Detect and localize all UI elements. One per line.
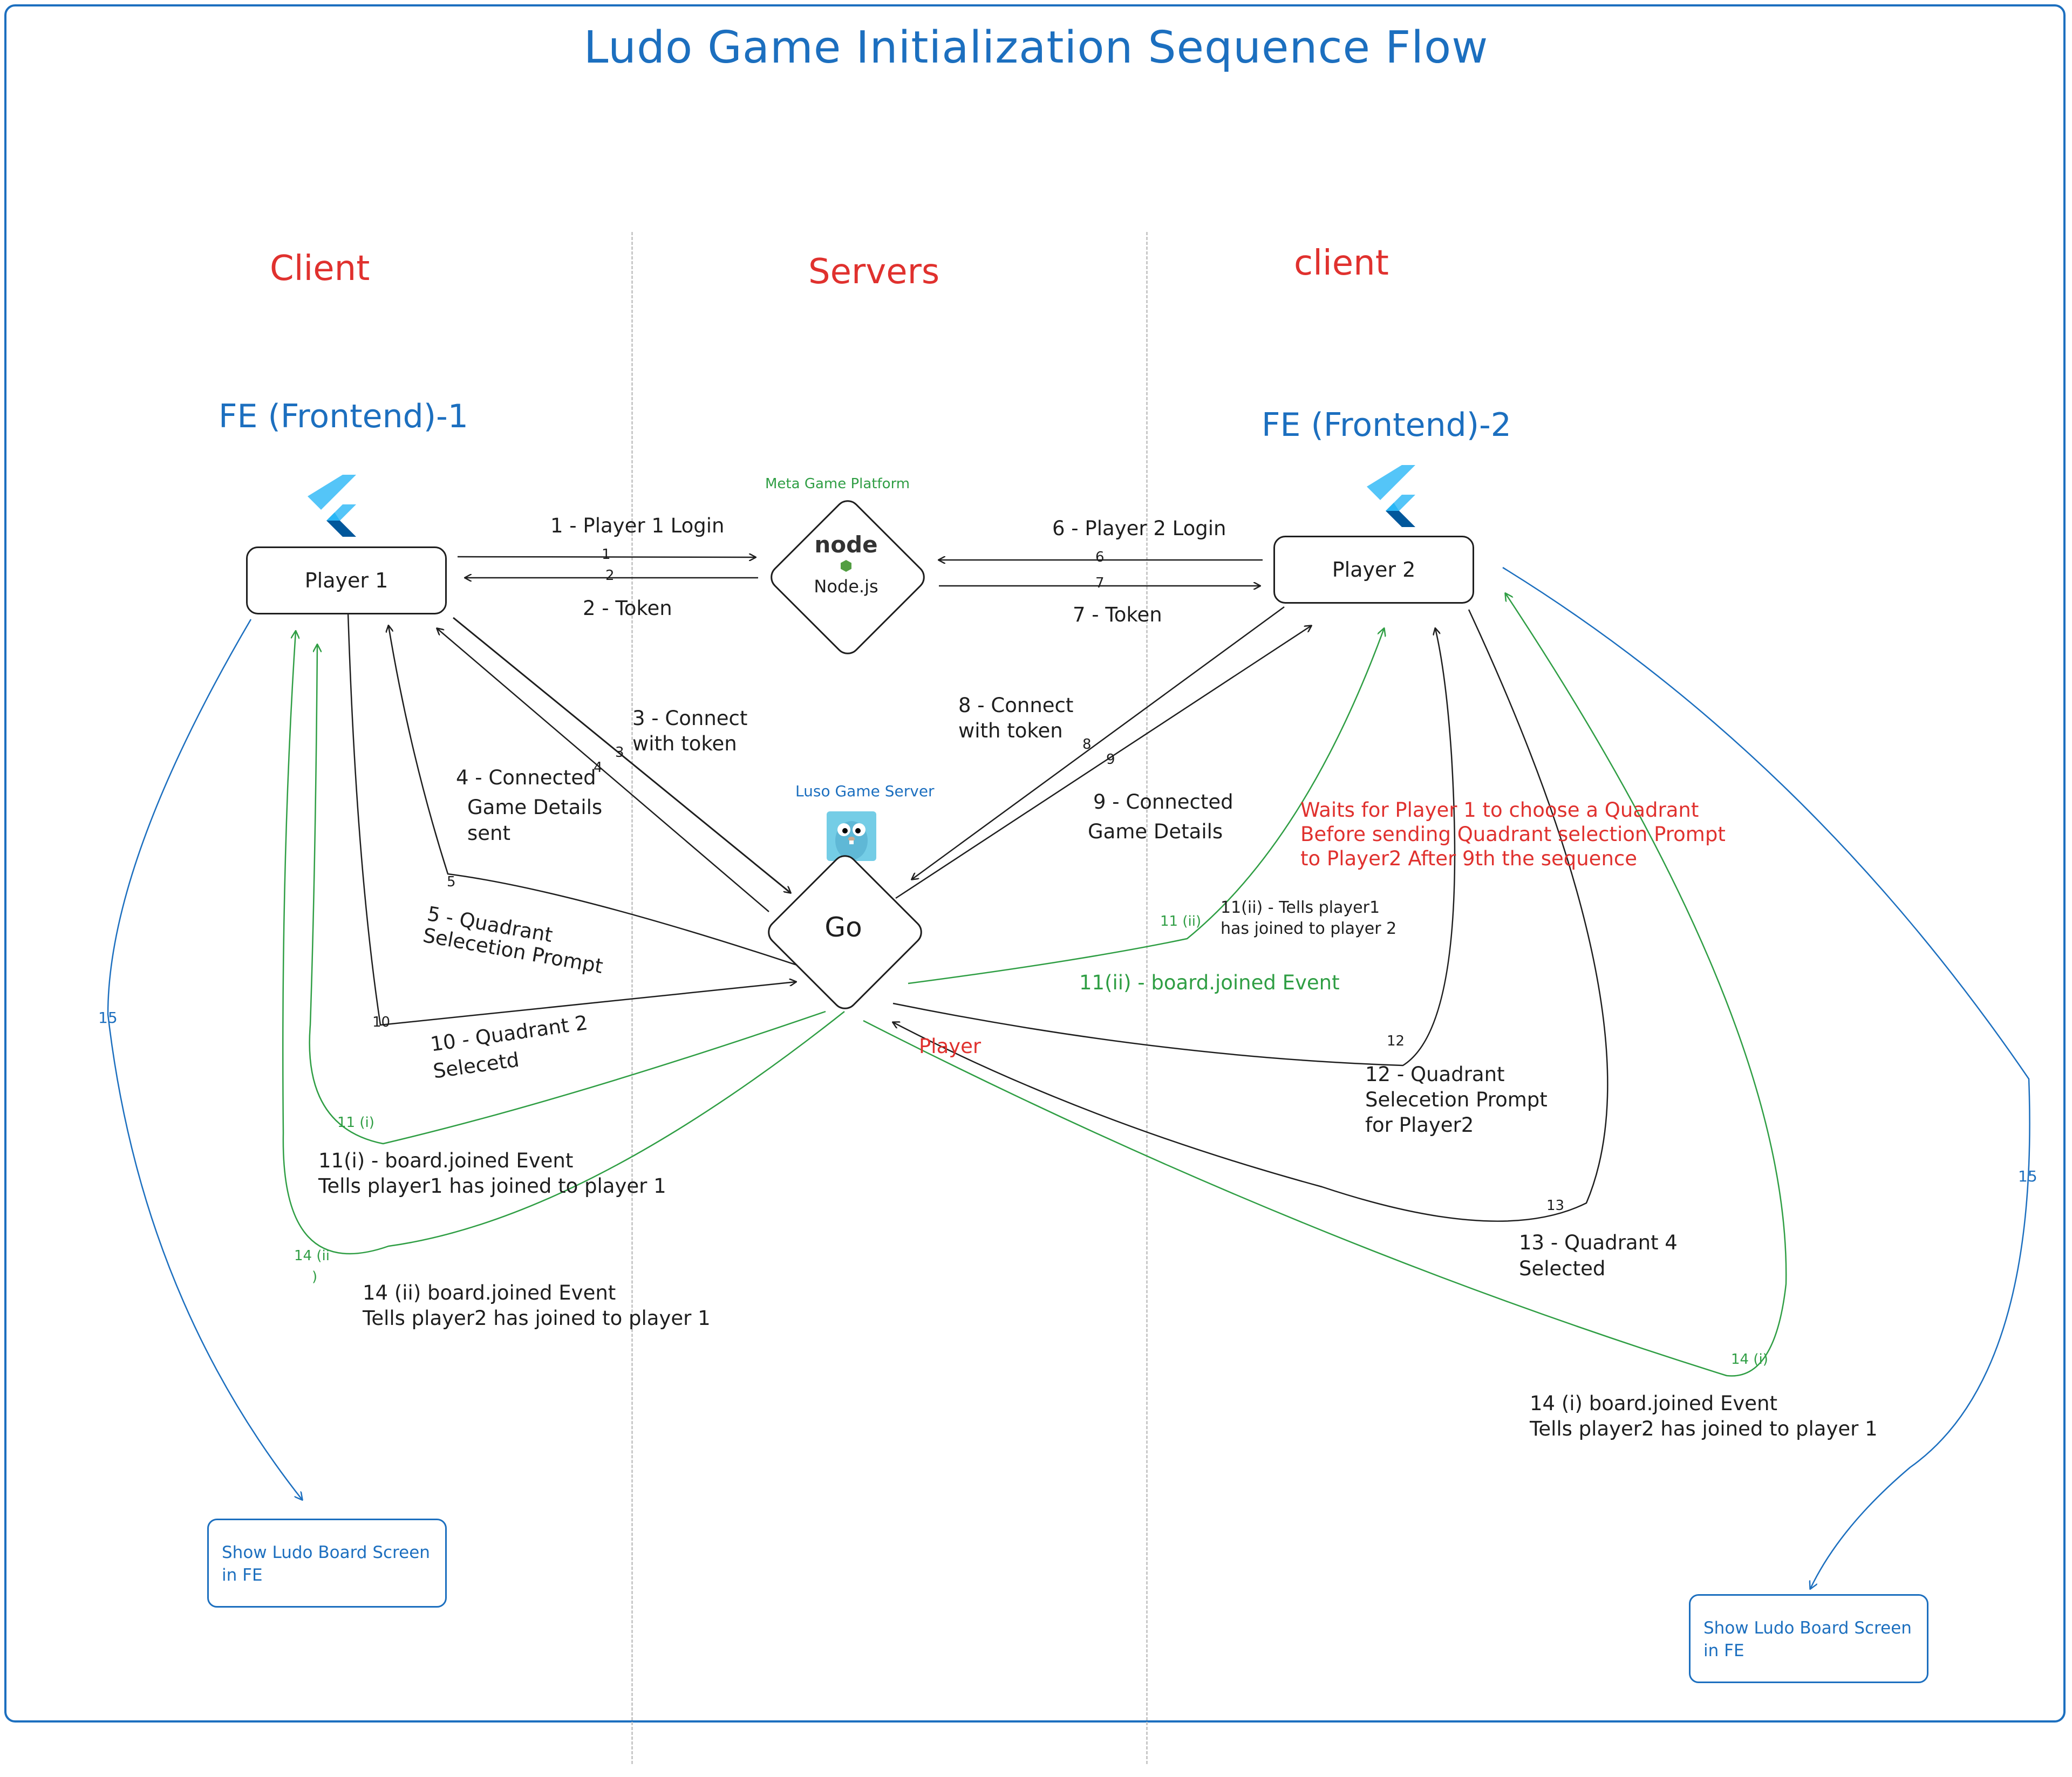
player2-box[interactable]: Player 2 bbox=[1273, 536, 1474, 604]
nodejs-label: Node.js bbox=[814, 576, 878, 597]
separator-client-servers bbox=[631, 232, 633, 1764]
arrow-11ii-board-joined bbox=[908, 628, 1384, 985]
arrow-num-9: 9 bbox=[1106, 751, 1115, 768]
flutter-logo-icon bbox=[308, 475, 356, 537]
arrow-num-11i: 11 (i) bbox=[337, 1115, 374, 1131]
step-12-label-line3: for Player2 bbox=[1365, 1113, 1474, 1137]
step-1-label: 1 - Player 1 Login bbox=[550, 514, 725, 537]
player1-box[interactable]: Player 1 bbox=[246, 546, 447, 614]
step-13-label-line1: 13 - Quadrant 4 bbox=[1519, 1231, 1678, 1254]
arrow-num-7: 7 bbox=[1095, 575, 1105, 591]
arrow-num-1: 1 bbox=[602, 546, 611, 563]
flutter-logo-icon bbox=[1367, 465, 1415, 527]
arrow-15-right bbox=[1502, 566, 2030, 1589]
arrow-10-quadrant-selected bbox=[347, 612, 796, 1026]
step-13-label-line2: Selected bbox=[1519, 1257, 1606, 1280]
step-14i-label-line2: Tells player2 has joined to player 1 bbox=[1530, 1417, 1878, 1440]
show-board-left-line1: Show Ludo Board Screen bbox=[222, 1543, 430, 1562]
zone-label-servers: Servers bbox=[808, 252, 940, 292]
diagram-frame bbox=[4, 4, 2066, 1723]
fe1-heading: FE (Frontend)-1 bbox=[219, 398, 468, 435]
step-4-label-line2: Game Details bbox=[467, 796, 603, 819]
step-14ii-label-line2: Tells player2 has joined to player 1 bbox=[363, 1307, 711, 1330]
arrow-num-8: 8 bbox=[1082, 736, 1092, 753]
arrow-num-14i: 14 (i) bbox=[1731, 1351, 1768, 1368]
nodejs-logo-icon: node bbox=[814, 531, 878, 558]
show-board-screen-left[interactable]: Show Ludo Board Screen in FE bbox=[207, 1519, 447, 1608]
player2-label: Player 2 bbox=[1332, 558, 1416, 582]
arrow-5-quadrant-prompt bbox=[388, 626, 807, 969]
arrow-3-connect bbox=[453, 617, 790, 893]
step-12-label-line2: Selecetion Prompt bbox=[1365, 1088, 1548, 1111]
arrow-num-12: 12 bbox=[1387, 1033, 1405, 1049]
arrow-num-6: 6 bbox=[1095, 549, 1105, 565]
nodejs-server-content: node Node.js bbox=[789, 531, 903, 597]
arrow-num-5: 5 bbox=[447, 874, 456, 890]
step-11ii-label-line2: has joined to player 2 bbox=[1221, 919, 1397, 938]
arrow-12-quadrant-prompt bbox=[892, 628, 1456, 1067]
arrow-8-connect bbox=[912, 606, 1285, 879]
step-11ii-event-label: 11(ii) - board.joined Event bbox=[1079, 971, 1340, 994]
show-board-right-line1: Show Ludo Board Screen bbox=[1703, 1618, 1912, 1638]
step-12-label-line1: 12 - Quadrant bbox=[1365, 1063, 1505, 1086]
show-board-right-line2: in FE bbox=[1703, 1641, 1744, 1660]
wait-note-line1: Waits for Player 1 to choose a Quadrant bbox=[1300, 798, 1699, 822]
diagram-title: Ludo Game Initialization Sequence Flow bbox=[583, 22, 1489, 73]
step-3-label-line2: with token bbox=[632, 732, 737, 755]
step-9-label-line1: 9 - Connected bbox=[1093, 790, 1233, 814]
player-note: Player bbox=[919, 1035, 982, 1058]
separator-servers-client bbox=[1146, 232, 1148, 1764]
fe2-heading: FE (Frontend)-2 bbox=[1262, 406, 1511, 444]
arrow-4-connected bbox=[437, 628, 769, 912]
zone-label-client-left: Client bbox=[270, 249, 370, 289]
zone-label-client-right: client bbox=[1294, 243, 1389, 283]
arrow-num-14ii: 14 (ii bbox=[294, 1248, 330, 1264]
step-11ii-label-line1: 11(ii) - Tells player1 bbox=[1221, 898, 1380, 917]
arrow-13-quadrant-selected bbox=[893, 609, 1608, 1222]
wait-note-line2: Before sending Quadrant selection Prompt bbox=[1300, 823, 1726, 846]
arrow-11i-board-joined bbox=[309, 645, 826, 1145]
step-6-label: 6 - Player 2 Login bbox=[1052, 517, 1226, 540]
arrow-15-left bbox=[107, 619, 302, 1500]
step-2-label: 2 - Token bbox=[583, 597, 672, 620]
wait-note-line3: to Player2 After 9th the sequence bbox=[1300, 847, 1637, 870]
arrow-num-10: 10 bbox=[372, 1014, 391, 1030]
arrow-9-connected bbox=[895, 626, 1311, 899]
step-9-label-line2: Game Details bbox=[1088, 820, 1223, 843]
step-4-label-line3: sent bbox=[467, 822, 510, 845]
arrow-num-15-left: 15 bbox=[98, 1009, 118, 1027]
step-14ii-label-line1: 14 (ii) board.joined Event bbox=[363, 1281, 616, 1304]
go-label: Go bbox=[824, 912, 862, 943]
luso-game-server-label: Luso Game Server bbox=[795, 782, 935, 800]
step-4-label-line1: 4 - Connected bbox=[456, 766, 596, 789]
arrow-14ii-board-joined bbox=[282, 631, 845, 1255]
arrow-num-11ii: 11 (ii) bbox=[1160, 913, 1202, 929]
step-8-label-line1: 8 - Connect bbox=[958, 694, 1074, 717]
arrow-num-13: 13 bbox=[1546, 1198, 1565, 1214]
arrow-num-4: 4 bbox=[594, 760, 603, 776]
arrow-num-2: 2 bbox=[605, 568, 615, 584]
arrow-14i-board-joined bbox=[863, 593, 1787, 1377]
step-8-label-line2: with token bbox=[958, 719, 1063, 742]
step-14i-label-line1: 14 (i) board.joined Event bbox=[1530, 1392, 1778, 1415]
meta-game-platform-label: Meta Game Platform bbox=[765, 476, 910, 492]
arrow-num-15-right: 15 bbox=[2018, 1167, 2037, 1185]
step-3-label-line1: 3 - Connect bbox=[632, 707, 748, 730]
step-11i-label-line2: Tells player1 has joined to player 1 bbox=[318, 1174, 666, 1198]
go-gopher-icon bbox=[827, 811, 876, 861]
arrow-num-14ii-paren: ) bbox=[312, 1269, 318, 1285]
show-board-screen-right[interactable]: Show Ludo Board Screen in FE bbox=[1689, 1594, 1928, 1683]
arrow-num-3: 3 bbox=[615, 744, 624, 761]
nodejs-hexagon-icon bbox=[841, 560, 851, 572]
step-7-label: 7 - Token bbox=[1073, 603, 1162, 626]
show-board-left-line2: in FE bbox=[222, 1565, 263, 1585]
step-11i-label-line1: 11(i) - board.joined Event bbox=[318, 1149, 574, 1172]
player1-label: Player 1 bbox=[304, 569, 388, 592]
